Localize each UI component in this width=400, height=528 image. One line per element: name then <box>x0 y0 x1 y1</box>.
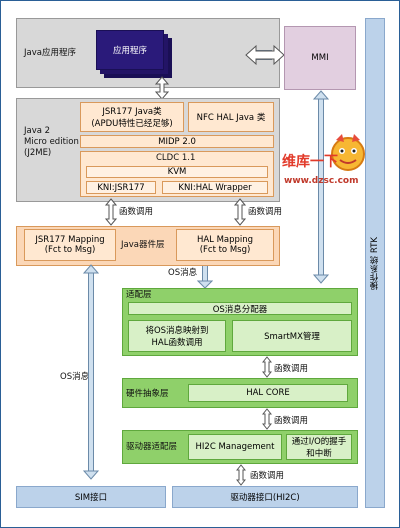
call-label-5: 函数调用 <box>250 471 285 481</box>
arrow-sim-head-down-icon <box>83 470 99 480</box>
hal-core-label: HAL CORE <box>246 388 290 398</box>
arrow-kni-jsr-icon <box>105 198 117 226</box>
os-to-hal-box: 将OS消息映射到 HAL函数调用 <box>128 320 226 352</box>
io-line-1: 通过I/O的握手 <box>291 437 347 447</box>
java-device-layer-label: Java器件层 <box>121 240 165 250</box>
driver-layer-label: 驱动器适配层 <box>126 442 178 452</box>
arrow-sim-head-up-icon <box>83 264 99 274</box>
jsr-mapping-line-2: (Fct to Msg) <box>44 245 96 255</box>
j2me-label-3: (J2ME) <box>24 148 52 158</box>
arrow-mmi-head-down-icon <box>313 274 329 284</box>
jsr177-mapping-box: JSR177 Mapping (Fct to Msg) <box>24 229 116 261</box>
driver-interface-box: 驱动器接口(HI2C) <box>172 486 358 508</box>
os-msg-label-2: OS消息 <box>60 372 90 382</box>
map-line-2: HAL函数调用 <box>151 338 203 348</box>
jsr177-line-1: JSR177 Java类 <box>102 107 162 117</box>
kni-jsr-box: KNI:JSR177 <box>86 181 156 194</box>
hal-layer-label: 硬件抽象层 <box>126 389 169 399</box>
adapter-label: 适配层 <box>126 290 152 300</box>
watermark-logo: 维库一下 www.dzsc.com <box>282 134 372 192</box>
mascot-icon <box>331 134 365 171</box>
call-label-4: 函数调用 <box>274 416 309 426</box>
watermark-url: www.dzsc.com <box>284 176 359 186</box>
arrow-sim-shaft <box>88 272 94 472</box>
jsr-mapping-line-1: JSR177 Mapping <box>35 235 105 245</box>
io-line-2: 和中断 <box>306 449 332 459</box>
hal-mapping-line-1: HAL Mapping <box>196 235 254 245</box>
i2c-label: HI2C Management <box>195 442 275 452</box>
dispatcher-label: OS消息分配器 <box>212 304 268 315</box>
nfc-hal-java-class: NFC HAL Java 类 <box>188 102 274 132</box>
io-handshake-box: 通过I/O的握手 和中断 <box>286 434 352 460</box>
java-app-label: Java应用程序 <box>24 48 76 58</box>
smartmx-label: SmartMX管理 <box>264 332 320 342</box>
arrow-mmi-head-up-icon <box>313 90 329 100</box>
call-label-3: 函数调用 <box>274 364 309 374</box>
arrow-mmi-shaft <box>318 98 324 276</box>
call-label-1: 函数调用 <box>119 207 154 217</box>
jsr177-line-2: (APDU特性已经足够) <box>91 119 173 129</box>
map-line-1: 将OS消息映射到 <box>145 326 209 336</box>
hal-mapping-line-2: (Fct to Msg) <box>199 245 251 255</box>
arrow-app-j2me-icon <box>155 76 169 100</box>
hal-mapping-box: HAL Mapping (Fct to Msg) <box>176 229 274 261</box>
kvm-box: KVM <box>86 166 268 178</box>
mmi-box: MMI <box>284 26 356 90</box>
arrow-os-head-down-icon <box>197 280 213 289</box>
nfc-hal-label: NFC HAL Java 类 <box>196 113 266 123</box>
midp-label: MIDP 2.0 <box>158 136 196 147</box>
kni-hal-box: KNI:HAL Wrapper <box>162 181 268 194</box>
call-label-2: 函数调用 <box>248 207 283 217</box>
sim-label: SIM接口 <box>74 493 108 503</box>
kvm-label: KVM <box>167 167 187 177</box>
app-box: 应用程序 <box>96 30 164 70</box>
arrow-call-4-icon <box>262 408 272 430</box>
i2c-management-box: HI2C Management <box>188 434 282 460</box>
rtk-label: 操作系统 RTK <box>370 236 380 290</box>
arrow-os-shaft <box>202 266 208 282</box>
os-dispatcher-box: OS消息分配器 <box>128 302 352 315</box>
os-msg-label-1: OS消息 <box>168 268 198 278</box>
hal-core-box: HAL CORE <box>188 384 348 402</box>
kni-jsr-label: KNI:JSR177 <box>97 182 145 193</box>
watermark-top: 维库一下 <box>282 154 338 170</box>
midp-box: MIDP 2.0 <box>80 135 274 148</box>
mmi-label: MMI <box>311 53 329 63</box>
cldc-label: CLDC 1.1 <box>156 153 196 163</box>
app-box-label: 应用程序 <box>112 46 147 56</box>
j2me-label-2: Micro edition <box>24 137 79 147</box>
driver-if-label: 驱动器接口(HI2C) <box>230 493 300 503</box>
arrow-call-3-icon <box>262 356 272 378</box>
rtk-bar: 操作系统 RTK <box>365 18 385 508</box>
arrow-kni-hal-icon <box>234 198 246 226</box>
sim-interface-box: SIM接口 <box>16 486 166 508</box>
kni-hal-label: KNI:HAL Wrapper <box>178 182 252 193</box>
arrow-call-5-icon <box>236 464 246 486</box>
jsr177-java-class: JSR177 Java类 (APDU特性已经足够) <box>80 102 184 132</box>
double-arrow-icon <box>245 44 285 66</box>
smartmx-box: SmartMX管理 <box>232 320 352 352</box>
j2me-label-1: Java 2 <box>24 126 51 136</box>
